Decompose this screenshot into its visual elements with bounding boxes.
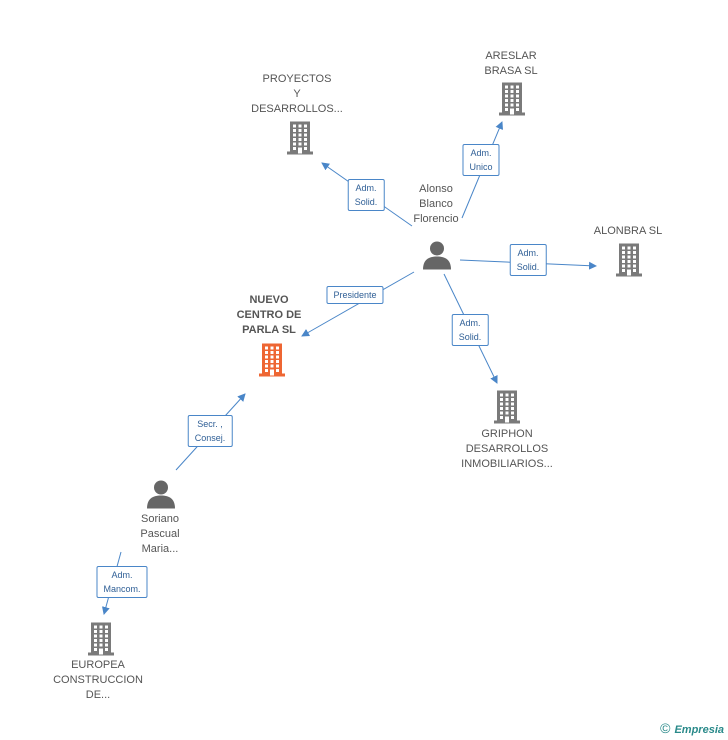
building-icon-proyectos[interactable] bbox=[285, 121, 315, 160]
node-label-line: DE... bbox=[85, 689, 111, 701]
node-label-line: GRIPHON bbox=[481, 428, 533, 440]
node-label-line: CONSTRUCCION bbox=[53, 674, 143, 686]
node-label-europea[interactable]: EUROPEA CONSTRUCCION DE... bbox=[53, 658, 143, 703]
edge-label-line: Adm. bbox=[517, 248, 539, 258]
node-label-line: Pascual bbox=[140, 528, 180, 540]
edge-label-line: Adm. bbox=[355, 183, 377, 193]
building-icon-alonbra[interactable] bbox=[614, 243, 644, 282]
edge-alonso-nuevo bbox=[301, 271, 415, 337]
edge-label-alonso-alonbra[interactable]: Adm. Solid. bbox=[509, 244, 547, 276]
edge-label-soriano-nuevo[interactable]: Secr. , Consej. bbox=[187, 415, 233, 447]
building-icon-europea[interactable] bbox=[86, 622, 116, 661]
node-label-line: PROYECTOS bbox=[262, 73, 332, 85]
copyright-symbol: © bbox=[660, 720, 671, 736]
edge-label-alonso-proyectos[interactable]: Adm. Solid. bbox=[347, 179, 385, 211]
node-label-line: Soriano bbox=[141, 513, 179, 525]
building-icon-nuevo[interactable] bbox=[257, 343, 287, 382]
node-label-proyectos[interactable]: PROYECTOS Y DESARROLLOS... bbox=[251, 72, 343, 117]
edge-label-line: Solid. bbox=[516, 262, 540, 272]
edge-label-line: Adm. bbox=[459, 318, 481, 328]
edge-label-line: Mancom. bbox=[103, 584, 141, 594]
node-label-line: Blanco bbox=[419, 198, 453, 210]
edge-label-line: Solid. bbox=[458, 332, 482, 342]
node-label-line: CENTRO DE bbox=[236, 309, 302, 321]
edge-label-line: Consej. bbox=[194, 433, 226, 443]
node-label-line: ARESLAR bbox=[485, 50, 537, 62]
node-label-line: DESARROLLOS... bbox=[251, 103, 343, 115]
edge-label-line: Adm. bbox=[470, 148, 492, 158]
node-label-line: EUROPEA bbox=[71, 659, 125, 671]
node-label-line: BRASA SL bbox=[484, 65, 538, 77]
node-label-line: INMOBILIARIOS... bbox=[461, 458, 553, 470]
edge-label-alonso-nuevo[interactable]: Presidente bbox=[326, 286, 384, 304]
edge-label-line: Unico bbox=[469, 162, 493, 172]
node-label-line: Y bbox=[293, 88, 301, 100]
node-label-line: NUEVO bbox=[249, 294, 289, 306]
edge-label-line: Adm. bbox=[111, 570, 133, 580]
node-label-line: PARLA SL bbox=[242, 324, 296, 336]
edge-label-soriano-europea[interactable]: Adm. Mancom. bbox=[96, 566, 148, 598]
edge-label-alonso-griphon[interactable]: Adm. Solid. bbox=[451, 314, 489, 346]
person-icon-soriano[interactable] bbox=[146, 480, 176, 515]
edge-label-alonso-areslar[interactable]: Adm. Unico bbox=[462, 144, 500, 176]
node-label-line: DESARROLLOS bbox=[465, 443, 549, 455]
node-label-nuevo[interactable]: NUEVO CENTRO DE PARLA SL bbox=[237, 293, 302, 338]
node-label-griphon[interactable]: GRIPHON DESARROLLOS INMOBILIARIOS... bbox=[461, 427, 553, 472]
edge-label-line: Secr. , bbox=[197, 419, 223, 429]
edge-label-line: Presidente bbox=[333, 290, 377, 300]
building-icon-areslar[interactable] bbox=[497, 82, 527, 121]
edge-label-line: Solid. bbox=[354, 197, 378, 207]
node-label-line: Florencio bbox=[413, 213, 459, 225]
node-label-line: Alonso bbox=[419, 183, 453, 195]
node-label-alonbra[interactable]: ALONBRA SL bbox=[594, 224, 662, 239]
node-label-areslar[interactable]: ARESLAR BRASA SL bbox=[484, 49, 537, 79]
node-label-line: Maria... bbox=[141, 543, 179, 555]
building-icon-griphon[interactable] bbox=[492, 390, 522, 429]
footer-brand: ©Empresia bbox=[660, 720, 724, 736]
node-label-line: ALONBRA SL bbox=[593, 225, 663, 237]
brand-logo: Empresia bbox=[674, 724, 724, 736]
person-icon-alonso[interactable] bbox=[422, 241, 452, 276]
